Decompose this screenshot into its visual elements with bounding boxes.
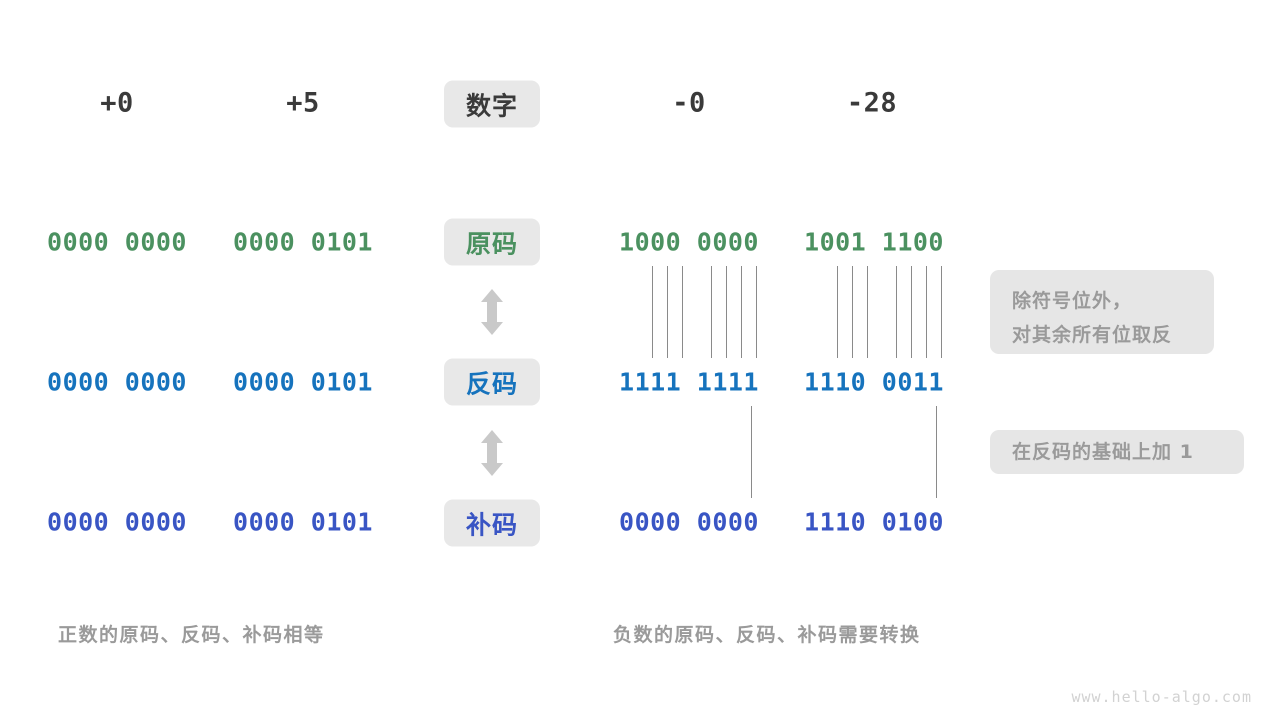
caption-negative-numbers: 负数的原码、反码、补码需要转换 bbox=[613, 624, 921, 646]
bits-twos-complement-minus-twentyeight: 1110 0100 bbox=[804, 507, 944, 537]
bits-ones-complement-plus-zero: 0000 0000 bbox=[47, 367, 187, 397]
tick-invert-minus-28-bit5 bbox=[896, 266, 897, 358]
chip-ones-complement: 反码 bbox=[444, 358, 540, 406]
tick-invert-minus-28-bit3 bbox=[852, 266, 853, 358]
bits-original-minus-twentyeight: 1001 1100 bbox=[804, 227, 944, 257]
bits-ones-complement-minus-zero: 1111 1111 bbox=[619, 367, 759, 397]
tick-invert-minus-zero-bit6 bbox=[726, 266, 727, 358]
site-watermark: www.hello-algo.com bbox=[1071, 688, 1252, 706]
tick-invert-minus-28-bit8 bbox=[941, 266, 942, 358]
tick-invert-minus-28-bit2 bbox=[837, 266, 838, 358]
tick-invert-minus-zero-bit7 bbox=[741, 266, 742, 358]
tick-invert-minus-zero-bit5 bbox=[711, 266, 712, 358]
note-invert-non-sign-bits: 除符号位外， 对其余所有位取反 bbox=[990, 270, 1214, 354]
tick-invert-minus-zero-bit3 bbox=[667, 266, 668, 358]
chip-twos-complement: 补码 bbox=[444, 499, 540, 547]
bits-ones-complement-plus-five: 0000 0101 bbox=[233, 367, 373, 397]
tick-invert-minus-28-bit6 bbox=[911, 266, 912, 358]
note-add-one-to-ones-complement: 在反码的基础上加 1 bbox=[990, 430, 1244, 474]
arrow-ones-to-twos-icon bbox=[481, 430, 503, 476]
tick-invert-minus-zero-bit2 bbox=[652, 266, 653, 358]
tick-invert-minus-28-bit7 bbox=[926, 266, 927, 358]
bits-ones-complement-minus-twentyeight: 1110 0011 bbox=[804, 367, 944, 397]
bits-original-minus-zero: 1000 0000 bbox=[619, 227, 759, 257]
tick-addone-minus-zero-lsb bbox=[751, 406, 752, 498]
header-number-minus-twentyeight: -28 bbox=[846, 87, 898, 119]
header-number-plus-zero: +0 bbox=[100, 87, 134, 119]
chip-number-header: 数字 bbox=[444, 80, 540, 128]
bits-twos-complement-minus-zero: 0000 0000 bbox=[619, 507, 759, 537]
caption-positive-numbers: 正数的原码、反码、补码相等 bbox=[58, 624, 325, 646]
chip-original-code: 原码 bbox=[444, 218, 540, 266]
bits-twos-complement-plus-five: 0000 0101 bbox=[233, 507, 373, 537]
header-number-plus-five: +5 bbox=[286, 87, 320, 119]
tick-addone-minus-28-lsb bbox=[936, 406, 937, 498]
bits-original-plus-five: 0000 0101 bbox=[233, 227, 373, 257]
tick-invert-minus-28-bit4 bbox=[867, 266, 868, 358]
header-number-minus-zero: -0 bbox=[672, 87, 706, 119]
bits-original-plus-zero: 0000 0000 bbox=[47, 227, 187, 257]
arrow-original-to-ones-icon bbox=[481, 289, 503, 335]
bits-twos-complement-plus-zero: 0000 0000 bbox=[47, 507, 187, 537]
tick-invert-minus-zero-bit8 bbox=[756, 266, 757, 358]
tick-invert-minus-zero-bit4 bbox=[682, 266, 683, 358]
